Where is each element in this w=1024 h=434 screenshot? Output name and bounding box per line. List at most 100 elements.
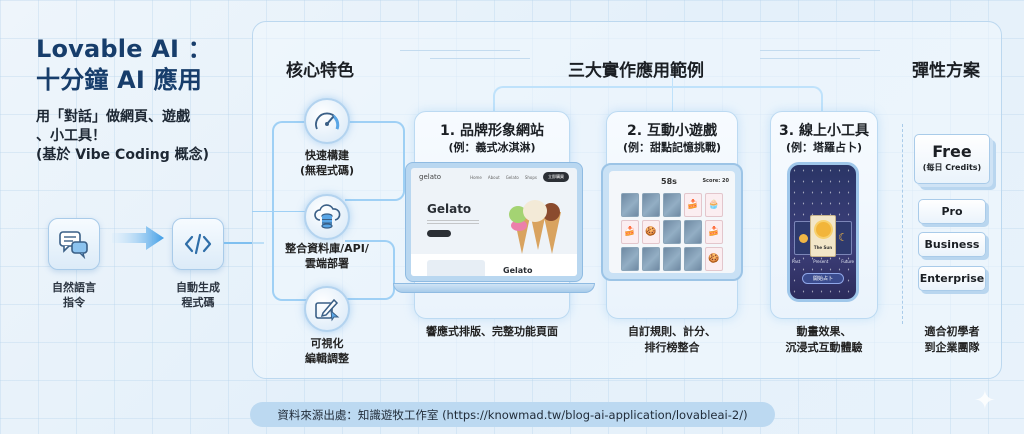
memory-card-facedown bbox=[684, 220, 702, 244]
memory-card-facedown bbox=[663, 193, 681, 217]
source-text: 資料來源出處：知識遊牧工作室 (https://knowmad.tw/blog-… bbox=[277, 407, 748, 422]
example-game-desc-line-2: 排行榜整合 bbox=[644, 341, 700, 354]
plans-divider bbox=[902, 124, 903, 324]
cloud-database-icon bbox=[314, 204, 341, 229]
site-nav-links: Home About Gelato Shops 立即購買 bbox=[470, 172, 569, 182]
subtitle-line-1: 用「對話」做網頁、遊戲 bbox=[36, 109, 190, 125]
memory-card-facedown bbox=[621, 193, 639, 217]
site-brand: gelato bbox=[419, 173, 442, 181]
title-line-1: Lovable AI ： bbox=[36, 35, 212, 63]
memory-card-facedown bbox=[663, 220, 681, 244]
tarot-labels: Past Present Future bbox=[792, 259, 854, 264]
feature-database-line-1: 整合資料庫/API/ bbox=[285, 242, 369, 255]
memory-card-grid: 🍰 🧁 🍰 🍪 🍰 🍪 bbox=[621, 193, 723, 271]
feature-speed-line-2: (無程式碼) bbox=[299, 164, 355, 177]
site-hero-text bbox=[427, 220, 479, 226]
flow-arrow-icon bbox=[112, 226, 164, 250]
feature-database-line-2: 雲端部署 bbox=[305, 257, 349, 270]
cone-image bbox=[543, 212, 561, 254]
feature-visual-edit-line-2: 編輯調整 bbox=[305, 352, 349, 365]
page-title: Lovable AI ： 十分鐘 AI 應用 bbox=[36, 34, 212, 96]
natural-language-label-line-1: 自然語言 bbox=[52, 281, 96, 294]
plans-desc: 適合初學者 到企業團隊 bbox=[902, 324, 1002, 356]
example-game-subtitle: (例：甜點記憶挑戰) bbox=[622, 141, 722, 154]
memory-card-facedown bbox=[642, 193, 660, 217]
flow-connector bbox=[224, 242, 264, 244]
example-tool-desc-line-2: 沉浸式互動體驗 bbox=[785, 341, 863, 354]
code-output-label: 自動生成 程式碼 bbox=[164, 280, 232, 310]
chat-bubbles-icon bbox=[59, 231, 88, 259]
site-nav: gelato Home About Gelato Shops 立即購買 bbox=[411, 168, 577, 186]
examples-connector-center bbox=[672, 78, 673, 114]
natural-language-label: 自然語言 指令 bbox=[40, 280, 108, 310]
plans-desc-line-2: 到企業團隊 bbox=[924, 341, 980, 354]
feature-speed-label: 快速構建 (無程式碼) bbox=[272, 148, 382, 178]
plan-business: Business bbox=[918, 232, 986, 257]
site-hero-button bbox=[427, 230, 451, 237]
laptop-base bbox=[393, 283, 595, 293]
site-section-title: Gelato bbox=[503, 266, 533, 275]
feature-database-label: 整合資料庫/API/ 雲端部署 bbox=[272, 241, 382, 271]
tablet-mockup: 58s Score: 20 🍰 🧁 🍰 🍪 🍰 🍪 bbox=[601, 163, 743, 281]
memory-card-pastry: 🍪 bbox=[642, 220, 660, 244]
feature-visual-edit-label: 可視化 編輯調整 bbox=[272, 336, 382, 366]
code-output-box bbox=[172, 218, 224, 270]
plan-enterprise: Enterprise bbox=[918, 266, 986, 291]
plan-pro: Pro bbox=[918, 199, 986, 224]
example-tool-title: 3. 線上小工具 bbox=[779, 123, 869, 139]
circuit-decoration bbox=[400, 50, 520, 51]
subtitle-line-3: (基於 Vibe Coding 概念) bbox=[36, 147, 210, 163]
circuit-decoration bbox=[430, 58, 530, 59]
site-nav-link: Gelato bbox=[505, 174, 519, 180]
feature-connector-mid bbox=[272, 211, 328, 212]
memory-card-cake: 🍰 bbox=[621, 220, 639, 244]
plan-free-name: Free bbox=[932, 142, 972, 161]
scoop-pink bbox=[511, 220, 527, 231]
source-citation: 資料來源出處：知識遊牧工作室 (https://knowmad.tw/blog-… bbox=[250, 402, 775, 427]
features-heading: 核心特色 bbox=[286, 61, 354, 81]
tarot-label-past: Past bbox=[792, 259, 801, 264]
site-nav-link: Shops bbox=[524, 174, 537, 180]
sparkle-icon: ✦ bbox=[974, 386, 996, 416]
examples-heading: 三大實作應用範例 bbox=[568, 61, 704, 81]
sun-icon bbox=[798, 234, 808, 243]
memory-card-pastry: 🍪 bbox=[705, 247, 723, 271]
tarot-card-present: The Sun bbox=[810, 215, 836, 257]
example-website-subtitle: (例：義式冰淇淋) bbox=[448, 141, 536, 154]
memory-card-cake: 🍰 bbox=[705, 220, 723, 244]
circuit-decoration bbox=[760, 58, 860, 59]
title-line-2: 十分鐘 AI 應用 bbox=[36, 66, 203, 94]
feature-database bbox=[304, 194, 350, 240]
example-tool-desc-line-1: 動畫效果、 bbox=[796, 325, 852, 338]
plans-desc-line-1: 適合初學者 bbox=[924, 325, 980, 338]
example-website-title: 1. 品牌形象網站 bbox=[440, 123, 544, 139]
code-output-label-line-2: 程式碼 bbox=[181, 296, 215, 309]
start-reading-button: 開始占卜 bbox=[802, 273, 844, 284]
feature-visual-edit-line-1: 可視化 bbox=[310, 337, 344, 350]
feature-connector-main bbox=[252, 211, 274, 212]
scoop-vanilla bbox=[523, 200, 547, 222]
plans-heading: 彈性方案 bbox=[912, 61, 980, 81]
code-output-label-line-1: 自動生成 bbox=[176, 281, 220, 294]
tarot-label-present: Present bbox=[813, 259, 829, 264]
page-subtitle: 用「對話」做網頁、遊戲 、小工具！ (基於 Vibe Coding 概念) bbox=[36, 108, 246, 165]
sun-face-icon bbox=[815, 222, 831, 237]
memory-game-preview: 58s Score: 20 🍰 🧁 🍰 🍪 🍰 🍪 bbox=[609, 171, 735, 273]
feature-speed bbox=[304, 98, 350, 144]
memory-card-cupcake: 🧁 bbox=[705, 193, 723, 217]
code-brackets-icon bbox=[184, 233, 212, 255]
examples-connector bbox=[493, 86, 823, 114]
feature-visual-edit bbox=[304, 286, 350, 332]
subtitle-line-2: 、小工具！ bbox=[36, 128, 106, 144]
site-nav-link: Home bbox=[470, 174, 482, 180]
natural-language-label-line-2: 指令 bbox=[63, 296, 85, 309]
site-hero-title: Gelato bbox=[427, 202, 472, 216]
example-website-desc-line-1: 響應式排版、完整功能頁面 bbox=[426, 325, 558, 338]
example-game-desc-line-1: 自訂規則、計分、 bbox=[628, 325, 716, 338]
example-website-desc: 響應式排版、完整功能頁面 bbox=[404, 324, 580, 340]
example-tool-subtitle: (例：塔羅占卜) bbox=[785, 141, 863, 154]
tarot-card-future: ☾ bbox=[834, 221, 852, 255]
memory-card-facedown bbox=[684, 247, 702, 271]
site-nav-link: About bbox=[487, 174, 500, 180]
circuit-decoration bbox=[760, 50, 880, 51]
